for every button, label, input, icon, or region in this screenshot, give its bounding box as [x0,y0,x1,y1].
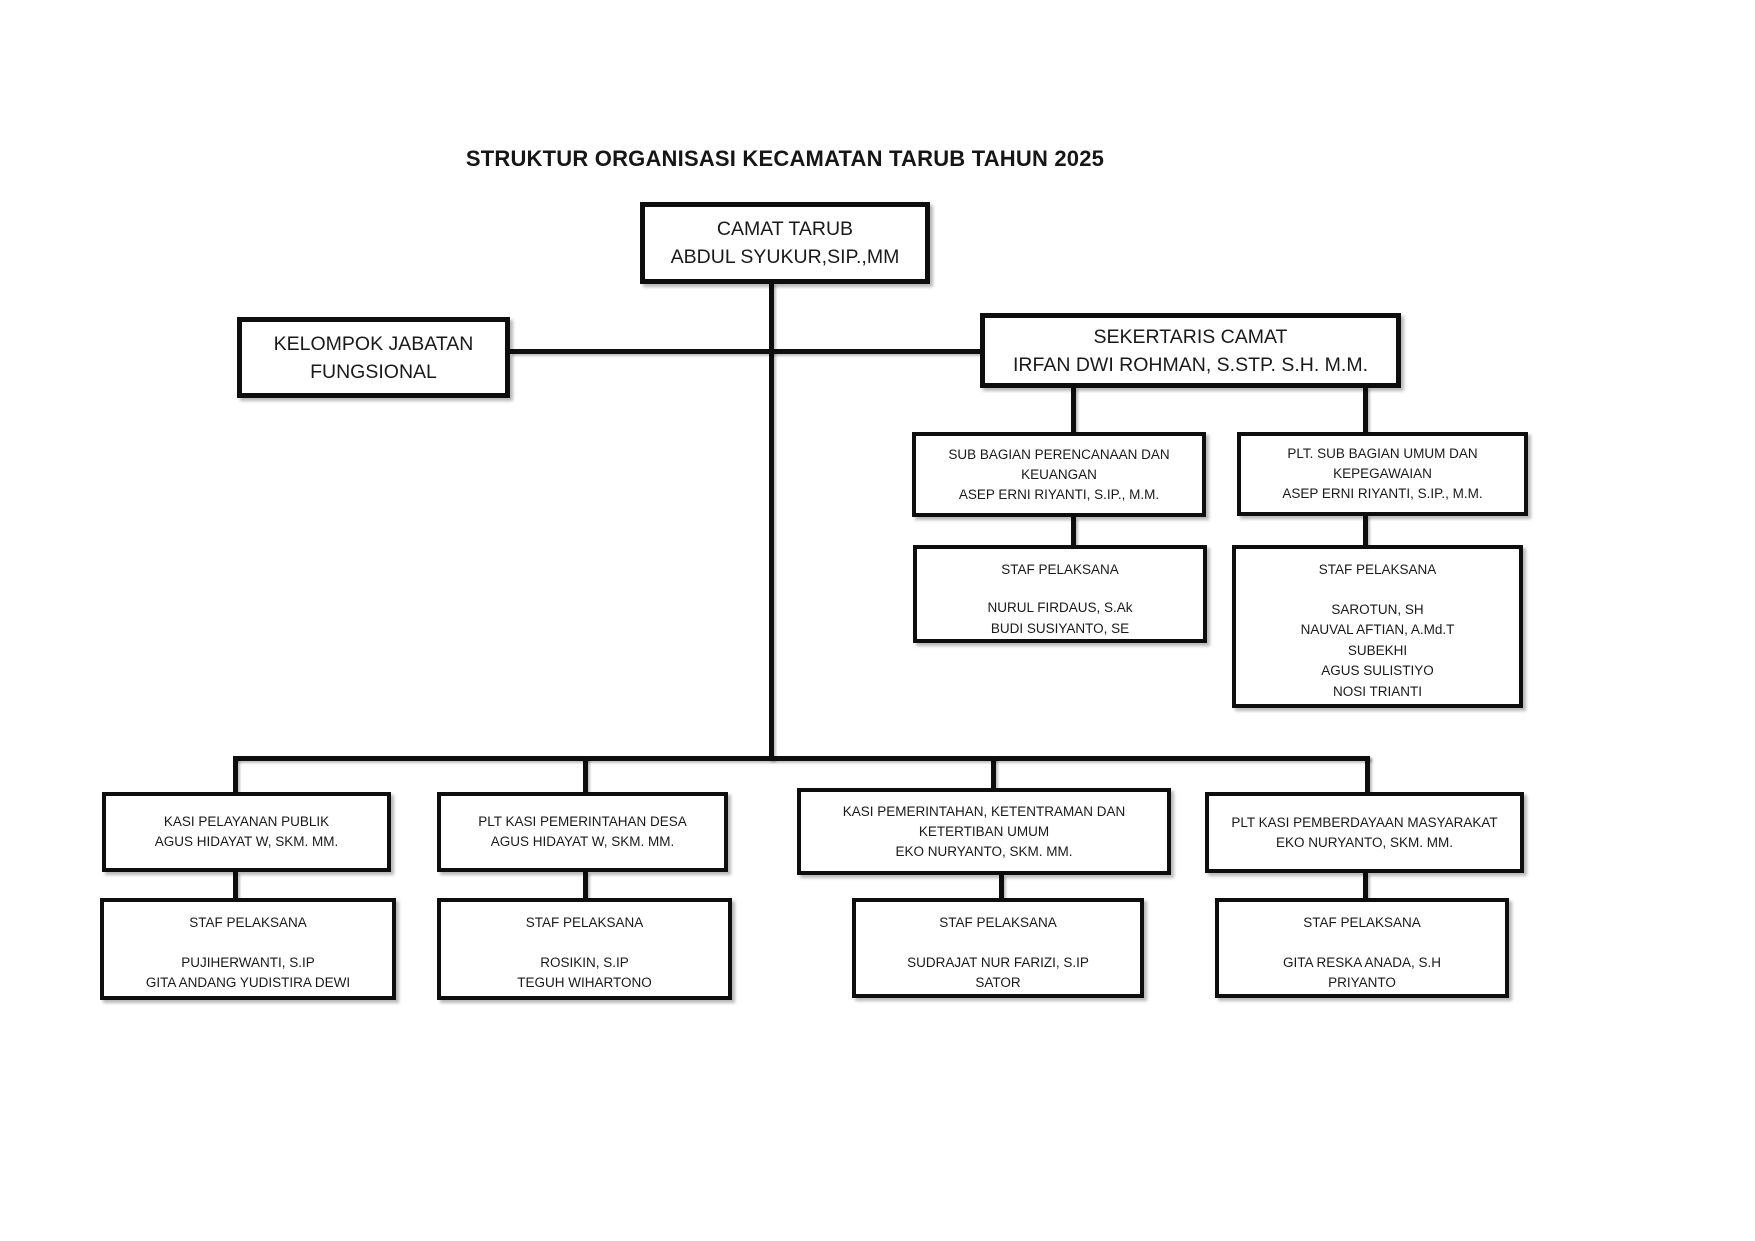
kasi-pemdes-position: PLT KASI PEMERINTAHAN DESA [478,814,687,829]
staf-umum-member: SAROTUN, SH [1331,601,1424,617]
kasi-trantib-position1: KASI PEMERINTAHAN, KETENTRAMAN DAN [842,803,1126,819]
staf-umum-member: NOSI TRIANTI [1332,683,1422,699]
connector-sekertaris-sub-umum [1363,387,1368,432]
kasi-pemberdayaan-name: EKO NURYANTO, SKM. MM. [1275,834,1454,850]
connector-drop-kasi-trantib [991,756,996,788]
kasi-trantib-name: EKO NURYANTO, SKM. MM. [895,843,1073,859]
connector-distribution-horizontal [233,756,1370,761]
sub-perencanaan-line2: KEUANGAN [1021,466,1097,482]
node-staf-pemberdayaan: STAF PELAKSANA GITA RESKA ANADA, S.H PRI… [1215,898,1509,998]
node-staf-umum: STAF PELAKSANA SAROTUN, SH NAUVAL AFTIAN… [1232,545,1523,708]
kasi-pemberdayaan-position: PLT KASI PEMBERDAYAAN MASYARAKAT [1231,814,1498,830]
connector-sub-perencanaan-staf [1071,517,1076,545]
node-sub-perencanaan: SUB BAGIAN PERENCANAAN DAN KEUANGAN ASEP… [912,432,1206,517]
camat-position: CAMAT TARUB [716,218,854,240]
staf-pemberdayaan-title: STAF PELAKSANA [1303,915,1421,930]
staf-pelayanan-member: PUJIHERWANTI, S.IP [181,954,315,970]
connector-drop-kasi-pelayanan [233,756,238,792]
sub-umum-name: ASEP ERNI RIYANTI, S.IP., M.M. [1282,486,1483,501]
node-sub-umum: PLT. SUB BAGIAN UMUM DAN KEPEGAWAIAN ASE… [1237,432,1528,516]
connector-drop-kasi-pemberdayaan [1365,756,1370,792]
staf-pelayanan-title: STAF PELAKSANA [189,915,307,930]
node-camat: CAMAT TARUB ABDUL SYUKUR,SIP.,MM [640,202,930,284]
connector-trunk-vertical [769,283,774,760]
staf-pemdes-member: TEGUH WIHARTONO [517,975,652,990]
kasi-pemdes-name: AGUS HIDAYAT W, SKM. MM. [490,834,675,849]
staf-pemberdayaan-member: GITA RESKA ANADA, S.H [1282,954,1442,970]
sekertaris-position: SEKERTARIS CAMAT [1093,325,1288,348]
connector-kasi-trantib-staf [999,875,1004,898]
node-staf-perencanaan: STAF PELAKSANA NURUL FIRDAUS, S.Ak BUDI … [913,545,1207,643]
kelompok-line2: FUNGSIONAL [310,360,437,383]
node-sekertaris: SEKERTARIS CAMAT IRFAN DWI ROHMAN, S.STP… [980,313,1401,388]
staf-umum-title: STAF PELAKSANA [1318,562,1437,577]
staf-umum-member: NAUVAL AFTIAN, A.Md.T [1300,622,1455,637]
staf-pemdes-title: STAF PELAKSANA [525,915,644,930]
node-staf-trantib: STAF PELAKSANA SUDRAJAT NUR FARIZI, S.IP… [852,898,1144,998]
page-title: STRUKTUR ORGANISASI KECAMATAN TARUB TAHU… [465,146,1105,171]
staf-trantib-title: STAF PELAKSANA [939,915,1057,930]
sub-perencanaan-name: ASEP ERNI RIYANTI, S.IP., M.M. [958,486,1160,502]
node-kasi-pemberdayaan: PLT KASI PEMBERDAYAAN MASYARAKAT EKO NUR… [1205,792,1524,873]
sekertaris-name: IRFAN DWI ROHMAN, S.STP. S.H. M.M. [1013,353,1368,376]
sub-umum-line2: KEPEGAWAIAN [1333,466,1432,481]
node-kasi-pemdes: PLT KASI PEMERINTAHAN DESA AGUS HIDAYAT … [437,792,728,872]
node-staf-pemdes: STAF PELAKSANA ROSIKIN, S.IP TEGUH WIHAR… [437,898,732,1000]
connector-kasi-pemberdayaan-staf [1363,873,1368,898]
node-kasi-pelayanan: KASI PELAYANAN PUBLIK AGUS HIDAYAT W, SK… [102,792,391,872]
node-kasi-trantib: KASI PEMERINTAHAN, KETENTRAMAN DAN KETER… [797,788,1171,875]
connector-drop-kasi-pemdes [583,756,588,792]
kasi-pelayanan-position: KASI PELAYANAN PUBLIK [163,814,330,829]
staf-pemberdayaan-member: PRIYANTO [1328,975,1396,990]
connector-sub-umum-staf [1363,515,1368,545]
connector-sekertaris-sub-perencanaan [1071,387,1076,432]
sub-perencanaan-line1: SUB BAGIAN PERENCANAAN DAN [948,446,1170,462]
staf-perencanaan-member: BUDI SUSIYANTO, SE [990,620,1130,636]
staf-trantib-member: SATOR [975,975,1021,990]
node-kelompok-jabatan: KELOMPOK JABATAN FUNGSIONAL [237,317,510,398]
kasi-pelayanan-name: AGUS HIDAYAT W, SKM. MM. [154,834,339,849]
sub-umum-line1: PLT. SUB BAGIAN UMUM DAN [1287,446,1478,461]
staf-umum-member: SUBEKHI [1347,642,1408,658]
camat-name: ABDUL SYUKUR,SIP.,MM [670,246,900,268]
connector-kasi-pemdes-staf [583,872,588,898]
staf-pelayanan-member: GITA ANDANG YUDISTIRA DEWI [145,975,351,990]
staf-trantib-member: SUDRAJAT NUR FARIZI, S.IP [907,954,1089,970]
staf-perencanaan-title: STAF PELAKSANA [1001,562,1119,577]
staf-pemdes-member: ROSIKIN, S.IP [540,954,629,970]
kasi-trantib-position2: KETERTIBAN UMUM [918,823,1050,839]
staf-umum-member: AGUS SULISTIYO [1321,663,1434,678]
connector-kasi-pelayanan-staf [233,872,238,898]
kelompok-line1: KELOMPOK JABATAN [273,332,474,355]
connector-kelompok-sekertaris [510,349,980,354]
staf-perencanaan-member: NURUL FIRDAUS, S.Ak [987,600,1133,615]
node-staf-pelayanan: STAF PELAKSANA PUJIHERWANTI, S.IP GITA A… [100,898,396,1000]
